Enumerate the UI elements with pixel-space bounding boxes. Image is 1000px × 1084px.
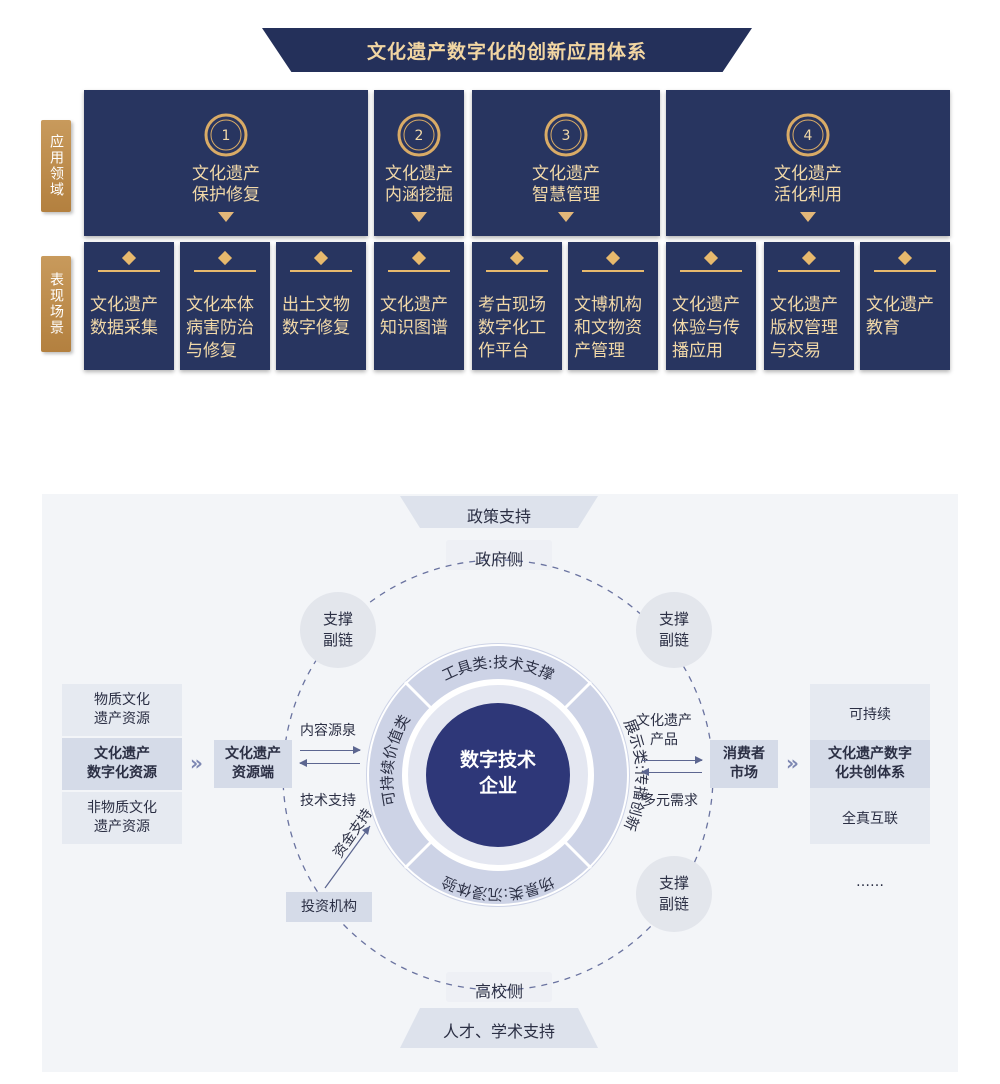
divider-line	[874, 270, 936, 272]
support-chain-top-left-text: 支撑副链	[322, 610, 353, 649]
domain-box-4: 4 文化遗产活化利用	[666, 90, 950, 236]
scene-label: 文化遗产教育	[866, 295, 934, 338]
scene-label: 文化遗产版权管理与交易	[770, 295, 838, 361]
scene-box-4: 文化遗产知识图谱	[374, 242, 464, 370]
scene-label: 文化遗产体验与传播应用	[672, 295, 740, 361]
down-triangle-icon	[800, 212, 816, 222]
scene-label: 文化遗产数据采集	[90, 295, 158, 338]
side-tag-domain-text: 应用领域	[48, 134, 64, 198]
down-triangle-icon	[218, 212, 234, 222]
capital-arrow	[324, 825, 371, 889]
page-title: 文化遗产数字化的创新应用体系	[262, 28, 752, 72]
domain-box-1: 1 文化遗产保护修复	[84, 90, 368, 236]
scene-box-1: 文化遗产数据采集	[84, 242, 174, 370]
domain-box-2: 2 文化遗产内涵挖掘	[374, 90, 464, 236]
capital-arrowhead	[362, 826, 370, 835]
chevron-right-icon: »	[786, 751, 799, 775]
scene-box-8: 文化遗产版权管理与交易	[764, 242, 854, 370]
divider-line	[194, 270, 256, 272]
talent-label: 人才、学术支持	[442, 1022, 555, 1041]
number-ring-icon: 2	[397, 113, 441, 157]
government-label: 政府侧	[474, 550, 523, 569]
number-ring-icon: 1	[204, 113, 248, 157]
scene-box-9: 文化遗产教育	[860, 242, 950, 370]
scene-label: 考古现场数字化工作平台	[478, 295, 546, 361]
scene-label: 文化遗产知识图谱	[380, 295, 448, 338]
tech-support-label: 技术支持	[300, 793, 356, 809]
domain-label: 文化遗产智慧管理	[532, 164, 600, 205]
university-pill	[446, 972, 552, 1002]
scene-box-2: 文化本体病害防治与修复	[180, 242, 270, 370]
domain-number: 1	[222, 128, 231, 144]
scene-label: 文化本体病害防治与修复	[186, 295, 254, 361]
investor-box: 投资机构	[286, 892, 372, 922]
university-label: 高校侧	[474, 982, 523, 1001]
number-ring-icon: 3	[544, 113, 588, 157]
domain-label: 文化遗产内涵挖掘	[385, 164, 453, 205]
scene-box-7: 文化遗产体验与传播应用	[666, 242, 756, 370]
divider-line	[486, 270, 548, 272]
ring-divider-outer	[367, 644, 629, 906]
side-tag-domain: 应用领域	[41, 120, 71, 212]
support-chain-bottom-right: 支撑副链	[636, 856, 712, 932]
domain-number: 3	[562, 128, 571, 144]
product-label: 文化遗产产品	[636, 713, 692, 748]
resource-digital: 文化遗产数字化资源	[62, 738, 182, 790]
demand-arrow	[641, 768, 702, 776]
scene-label: 文博机构和文物资产管理	[574, 295, 642, 361]
number-ring-icon: 4	[786, 113, 830, 157]
support-chain-top-right-text: 支撑副链	[658, 610, 689, 649]
divider-line	[778, 270, 840, 272]
domain-label: 文化遗产活化利用	[774, 164, 842, 205]
support-chain-top-right: 支撑副链	[636, 592, 712, 668]
domain-number: 4	[804, 128, 813, 144]
down-triangle-icon	[411, 212, 427, 222]
chevron-left-icon: »	[190, 751, 203, 775]
investor-label: 投资机构	[301, 898, 357, 915]
product-arrow	[642, 756, 703, 764]
page-title-text: 文化遗产数字化的创新应用体系	[366, 40, 647, 63]
side-tag-scene: 表现场景	[41, 256, 71, 352]
scene-label: 出土文物数字修复	[282, 295, 350, 338]
domain-label: 文化遗产保护修复	[192, 164, 260, 205]
content-source-arrow	[300, 746, 361, 754]
government-pill	[446, 540, 552, 570]
policy-banner	[400, 496, 598, 528]
center-label-1: 数字技术	[460, 748, 536, 771]
consumer-market: 消费者市场	[710, 740, 778, 788]
resource-physical: 物质文化遗产资源	[62, 684, 182, 736]
content-source-label: 内容源泉	[300, 723, 356, 739]
outcome-sustainable: 可持续	[849, 707, 891, 723]
divider-line	[388, 270, 450, 272]
divider-line	[680, 270, 742, 272]
resource-end: 文化遗产资源端	[214, 740, 292, 788]
support-chain-bottom-right-text: 支撑副链	[658, 874, 689, 913]
domain-number: 2	[415, 128, 424, 144]
outcome-interconnect: 全真互联	[842, 811, 898, 827]
tech-support-arrow	[299, 759, 360, 767]
divider-line	[98, 270, 160, 272]
talent-banner	[400, 1008, 598, 1048]
center-label-2: 企业	[478, 774, 517, 797]
down-triangle-icon	[558, 212, 574, 222]
domain-box-3: 3 文化遗产智慧管理	[472, 90, 660, 236]
center-circle	[426, 703, 570, 847]
scene-box-3: 出土文物数字修复	[276, 242, 366, 370]
side-tag-scene-text: 表现场景	[48, 272, 64, 336]
demand-label: 多元需求	[642, 793, 698, 809]
policy-label: 政策支持	[466, 507, 531, 526]
outcome-cocreation: 文化遗产数字化共创体系	[810, 740, 930, 788]
scene-box-6: 文博机构和文物资产管理	[568, 242, 658, 370]
divider-line	[582, 270, 644, 272]
divider-line	[290, 270, 352, 272]
scene-box-5: 考古现场数字化工作平台	[472, 242, 562, 370]
resource-intangible: 非物质文化遗产资源	[62, 792, 182, 844]
support-chain-top-left: 支撑副链	[300, 592, 376, 668]
outcome-more: ……	[856, 874, 884, 890]
